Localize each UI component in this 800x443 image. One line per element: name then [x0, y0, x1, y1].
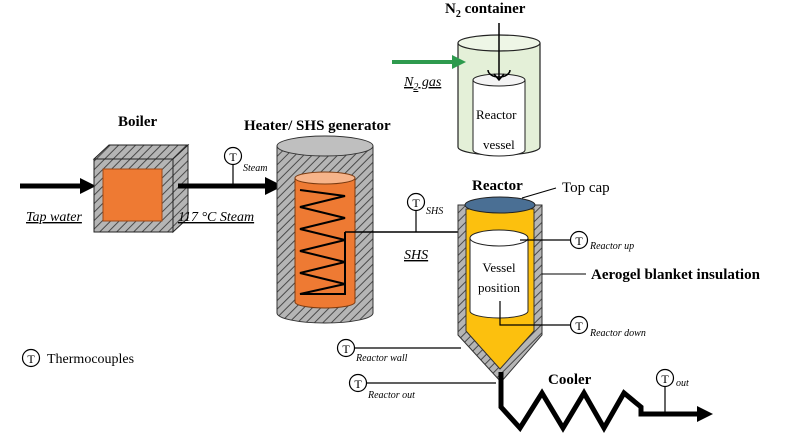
vessel-position-line2: position [478, 280, 520, 295]
reactor: Reactor Vessel position [457, 178, 543, 383]
tc-symbol: T [661, 372, 669, 386]
n2-container: N2 container Reactor vessel [445, 1, 541, 157]
tc-shs-label: SHS [426, 206, 443, 217]
tap-water-inlet: Tap water [20, 178, 96, 225]
reactor-vessel-line1: Reactor [476, 107, 517, 122]
aerogel-callout: Aerogel blanket insulation [542, 267, 761, 283]
boiler: Boiler [92, 114, 190, 234]
tc-reactor-down-label: Reactor down [589, 328, 646, 339]
thermocouple-shs: T SHS [406, 192, 443, 232]
tc-symbol: T [412, 196, 420, 210]
tc-out-label: out [676, 378, 689, 389]
tc-symbol: T [342, 342, 350, 356]
thermocouple-reactor-down: T Reactor down [499, 301, 646, 339]
boiler-label: Boiler [118, 114, 157, 130]
tc-symbol: T [229, 150, 237, 164]
thermocouple-out: T out [655, 368, 689, 414]
tc-steam-label: Steam [243, 163, 267, 174]
n2-gas-label: N2 gas [403, 75, 442, 93]
tc-symbol: T [27, 352, 35, 366]
n2-gas-inlet: N2 gas [392, 55, 466, 93]
steam-line: 117 °C Steam [178, 177, 283, 225]
tap-water-label: Tap water [26, 210, 82, 225]
thermocouple-reactor-wall: T Reactor wall [336, 338, 461, 364]
aerogel-label: Aerogel blanket insulation [591, 267, 761, 283]
n2-container-title: N2 container [445, 1, 526, 20]
cooler: Cooler [498, 372, 713, 434]
vessel-position-line1: Vessel [482, 260, 516, 275]
thermocouples-legend-label: Thermocouples [47, 352, 134, 367]
thermocouple-reactor-up: T Reactor up [520, 230, 634, 252]
tc-symbol: T [575, 319, 583, 333]
heater-shs-generator: Heater/ SHS generator [244, 118, 391, 324]
reactor-label: Reactor [472, 178, 523, 194]
top-cap-callout: Top cap [521, 180, 610, 199]
heater-label: Heater/ SHS generator [244, 118, 391, 134]
tc-reactor-out-label: Reactor out [367, 390, 415, 401]
tc-symbol: T [354, 377, 362, 391]
tc-reactor-up-label: Reactor up [589, 241, 634, 252]
legend-thermocouples: T Thermocouples [21, 348, 134, 368]
top-cap-label: Top cap [562, 180, 610, 196]
tc-symbol: T [575, 234, 583, 248]
thermocouple-steam: T Steam [223, 146, 267, 186]
tc-reactor-wall-label: Reactor wall [355, 353, 408, 364]
shs-label: SHS [404, 248, 428, 263]
cooler-label: Cooler [548, 372, 592, 388]
steam-117-label: 117 °C Steam [178, 210, 254, 225]
reactor-vessel-line2: vessel [483, 137, 515, 152]
thermocouple-icon [21, 348, 41, 368]
reactor-outlet: T Reactor out [348, 372, 504, 401]
